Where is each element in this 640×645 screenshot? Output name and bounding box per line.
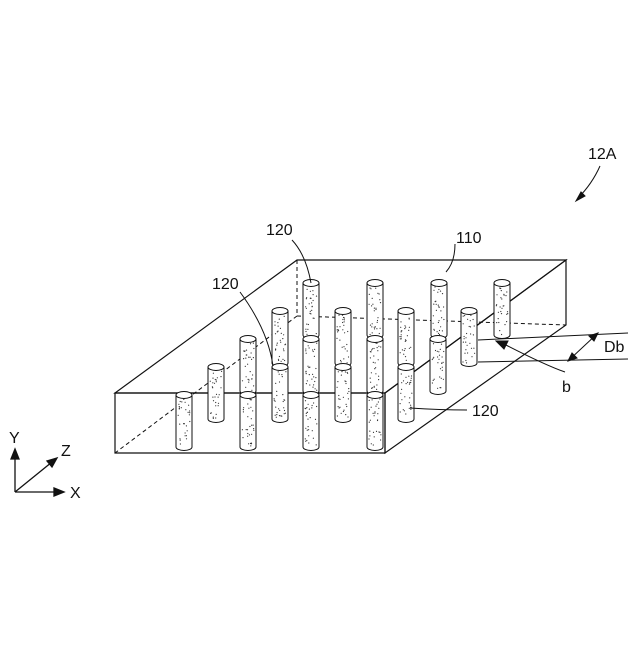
pillar — [430, 336, 446, 395]
pillar — [240, 392, 256, 451]
pillar — [398, 364, 414, 423]
reference-label: 12A — [588, 146, 617, 163]
element-b-label: b — [562, 379, 571, 396]
axis-z-label: Z — [61, 443, 71, 460]
pillar — [461, 308, 477, 367]
pillar — [398, 308, 414, 367]
axes-icon — [11, 449, 64, 496]
pillar — [494, 280, 510, 339]
pillar-array — [176, 280, 510, 451]
pillar — [367, 336, 383, 395]
substrate-label: 110 — [456, 230, 482, 247]
pillar — [240, 336, 256, 395]
pillar — [431, 280, 447, 339]
pillar-label-bottom: 120 — [472, 403, 499, 420]
pillar — [367, 280, 383, 339]
axis-x-label: X — [70, 485, 81, 502]
pillar — [303, 280, 319, 339]
pillar — [303, 336, 319, 395]
pillar-label-top: 120 — [266, 222, 293, 239]
pillar — [272, 364, 288, 423]
pillar — [335, 364, 351, 423]
leader-110 — [446, 244, 455, 272]
pillar-label-left: 120 — [212, 276, 239, 293]
pillar — [272, 308, 288, 367]
axis-y-label: Y — [9, 430, 20, 447]
pillar — [335, 308, 351, 367]
diameter-label: Db — [604, 339, 625, 356]
pillar — [303, 392, 319, 451]
pillar — [367, 392, 383, 451]
leader-120-bottom — [410, 408, 467, 410]
pillar — [176, 392, 192, 451]
leader-lines — [240, 166, 600, 410]
pillar — [208, 364, 224, 423]
